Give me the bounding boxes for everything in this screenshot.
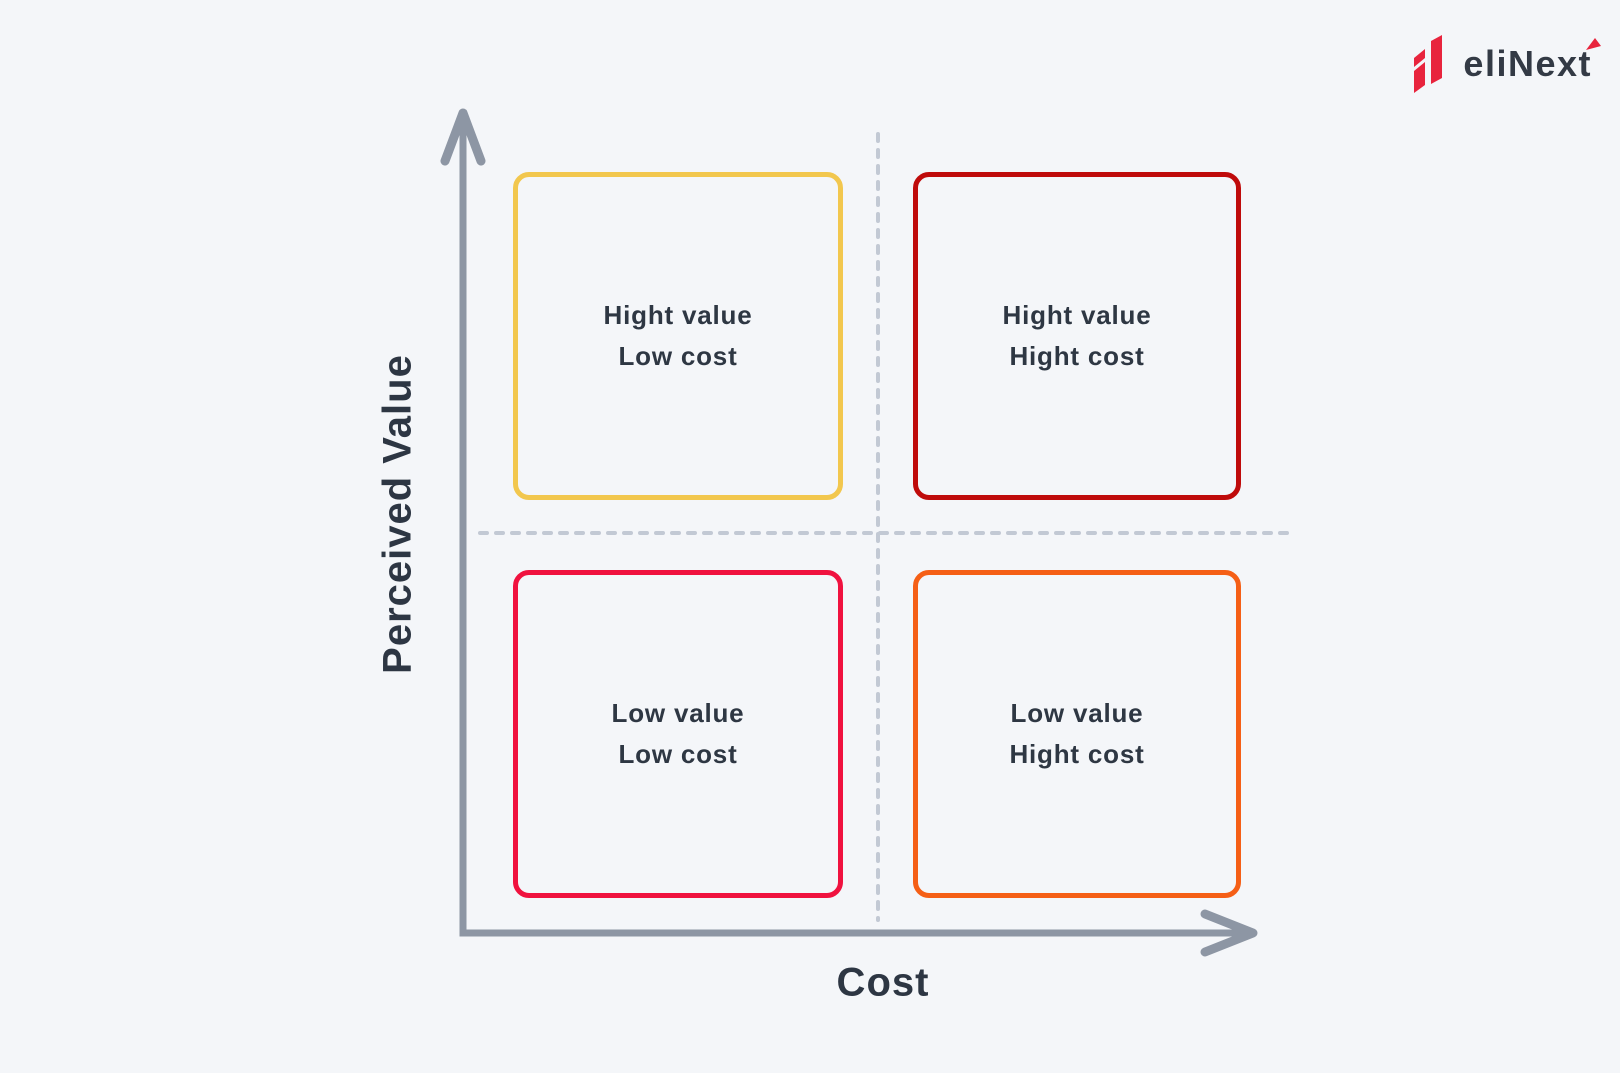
elinext-logo-text: eli N ex t [1463,38,1601,84]
quadrant-label-line2: Hight cost [1009,341,1145,371]
quadrant-high-value-low-cost: Hight value Low cost [513,172,843,500]
quadrant-label-line1: Low value [611,698,745,728]
quadrant-low-value-high-cost: Low value Hight cost [913,570,1241,898]
quadrant-high-value-high-cost: Hight value Hight cost [913,172,1241,500]
logo-t-red-flag-icon [1586,38,1601,50]
quadrant-label-line1: Low value [1010,698,1144,728]
axes-lines [459,124,1244,937]
quadrant-label-line1: Hight value [603,300,753,330]
quadrant-low-value-low-cost: Low value Low cost [513,570,843,898]
y-axis-label: Perceived Value [375,354,420,674]
quadrant-label-line2: Low cost [618,341,738,371]
logo-t-letter: t [1578,43,1592,84]
quadrant-label-line1: Hight value [1002,300,1152,330]
y-axis-arrowhead [440,108,486,166]
quadrant-label-line2: Hight cost [1009,739,1145,769]
elinext-logo: eli N ex t [1414,34,1601,94]
logo-text-mid: ex [1535,43,1579,84]
x-axis-arrowhead [1200,909,1258,957]
quadrant-label-line2: Low cost [618,739,738,769]
x-axis-label: Cost [836,960,930,1005]
logo-text-n: N [1507,43,1536,84]
elinext-logo-icon [1414,35,1443,93]
logo-text-t: t [1578,38,1601,84]
logo-text-pre: eli [1463,43,1508,84]
